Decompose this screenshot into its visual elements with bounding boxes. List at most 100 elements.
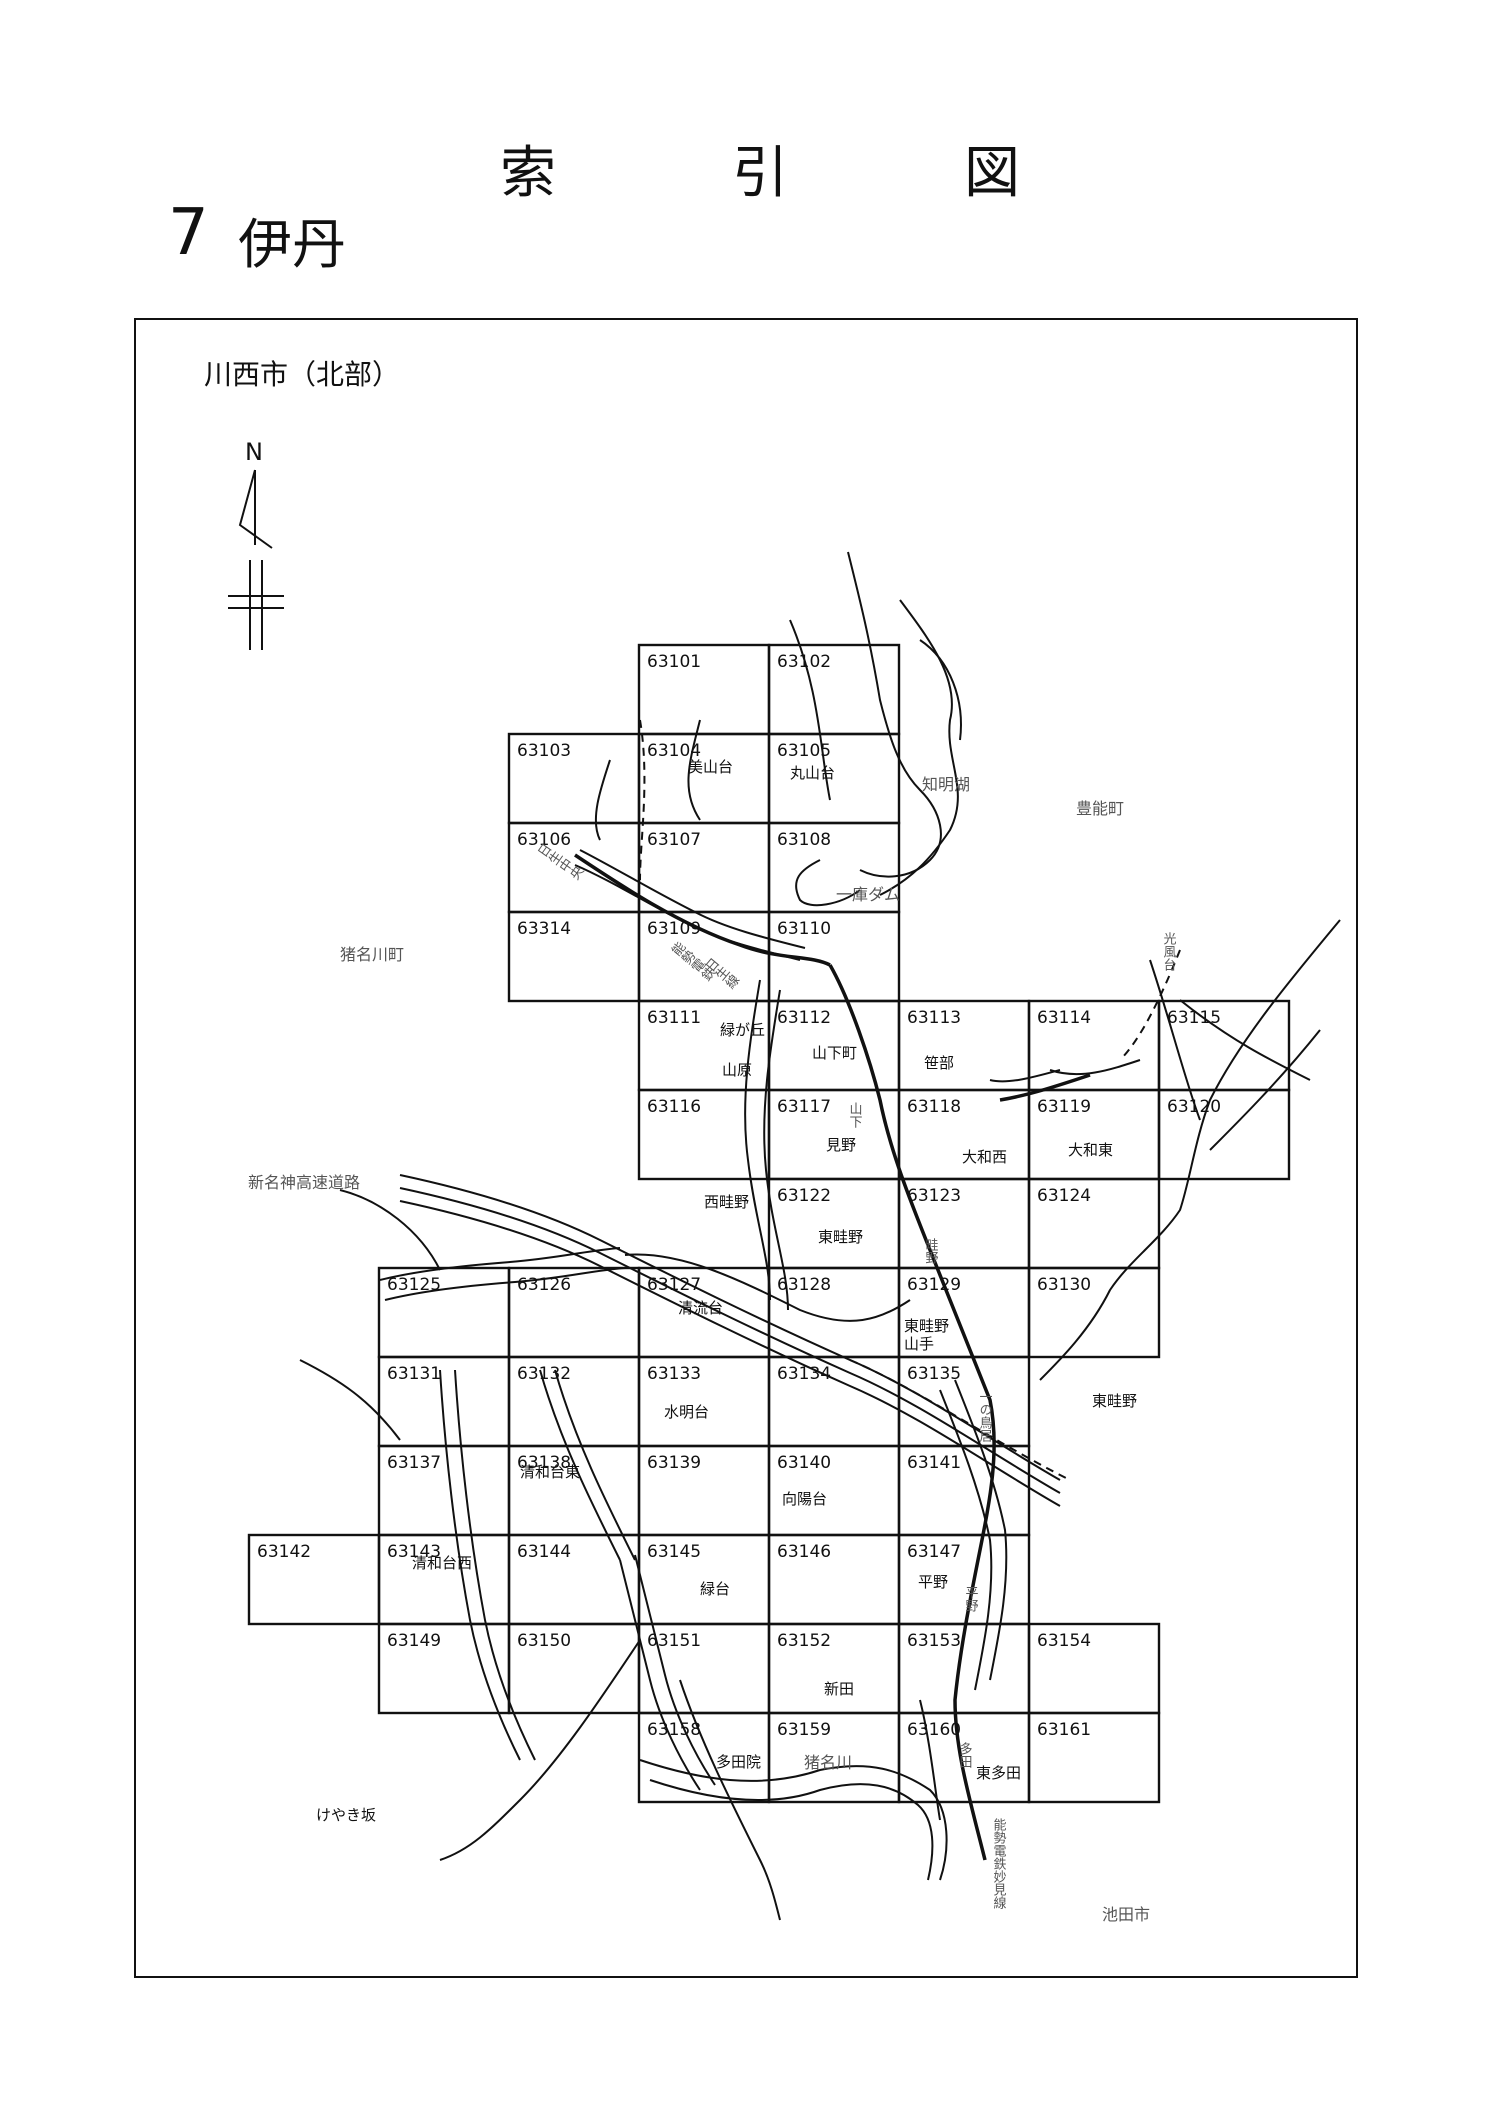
sheet-area-name: 伊丹 <box>238 213 346 276</box>
place-label: 池田市 <box>1102 1905 1150 1924</box>
place-label: 猪名川町 <box>340 945 404 964</box>
grid-cell-63161[interactable]: 63161 <box>1027 1711 1161 1804</box>
grid-cell-number: 63142 <box>257 1542 311 1562</box>
grid-cell-63122[interactable]: 63122 <box>767 1177 901 1270</box>
grid-cell-63132[interactable]: 63132 <box>507 1355 641 1448</box>
grid-cell-number: 63153 <box>907 1631 961 1651</box>
grid-cell-63125[interactable]: 63125 <box>377 1266 511 1359</box>
grid-cell-number: 63111 <box>647 1008 701 1028</box>
grid-cell-number: 63103 <box>517 741 571 761</box>
grid-cell-63143[interactable]: 63143 <box>377 1533 511 1626</box>
place-label: 清和台西 <box>412 1554 472 1572</box>
line-label: 平野 <box>963 1586 979 1612</box>
sheet-number: 7 <box>168 196 209 270</box>
grid-cell-63102[interactable]: 63102 <box>767 643 901 736</box>
place-label: 知明湖 <box>922 775 970 794</box>
title-char: 引 <box>732 141 788 206</box>
place-label: 西畦野 <box>704 1193 749 1211</box>
grid-cell-number: 63105 <box>777 741 831 761</box>
grid-cell-63128[interactable]: 63128 <box>767 1266 901 1359</box>
grid-cell-63119[interactable]: 63119 <box>1027 1088 1161 1181</box>
place-label: 美山台 <box>688 758 733 776</box>
grid-cell-63104[interactable]: 63104 <box>637 732 771 825</box>
grid-cell-number: 63116 <box>647 1097 701 1117</box>
grid-cell-number: 63123 <box>907 1186 961 1206</box>
north-label: N <box>245 438 263 466</box>
place-label: 東畦野 <box>1092 1392 1137 1410</box>
grid-cell-number: 63126 <box>517 1275 571 1295</box>
grid-cell-number: 63122 <box>777 1186 831 1206</box>
grid-cell-number: 63109 <box>647 919 701 939</box>
grid-cell-number: 63133 <box>647 1364 701 1384</box>
grid-cell-63146[interactable]: 63146 <box>767 1533 901 1626</box>
grid-cell-63151[interactable]: 63151 <box>637 1622 771 1715</box>
rivers <box>639 551 962 1881</box>
grid-cell-63139[interactable]: 63139 <box>637 1444 771 1537</box>
grid-cell-63130[interactable]: 63130 <box>1027 1266 1161 1359</box>
grid-cell-63113[interactable]: 63113 <box>897 999 1031 1092</box>
place-label: 山下町 <box>812 1044 857 1062</box>
north-arrow-icon: N <box>228 438 284 650</box>
grid-cell-63101[interactable]: 63101 <box>637 643 771 736</box>
grid-cell-number: 63118 <box>907 1097 961 1117</box>
grid-cell-63115[interactable]: 63115 <box>1157 999 1291 1092</box>
grid-cell-63120[interactable]: 63120 <box>1157 1088 1291 1181</box>
grid-cell-number: 63125 <box>387 1275 441 1295</box>
grid-cell-number: 63140 <box>777 1453 831 1473</box>
place-label: 東多田 <box>976 1764 1021 1782</box>
grid-cell-63137[interactable]: 63137 <box>377 1444 511 1537</box>
grid-cell-63154[interactable]: 63154 <box>1027 1622 1161 1715</box>
grid-cell-box <box>1027 1711 1161 1804</box>
grid-cell-number: 63141 <box>907 1453 961 1473</box>
grid-cell-number: 63102 <box>777 652 831 672</box>
grid-cell-number: 63124 <box>1037 1186 1091 1206</box>
place-label: けやき坂 <box>316 1806 376 1824</box>
grid-cell-number: 63144 <box>517 1542 571 1562</box>
place-label: 猪名川 <box>804 1753 852 1772</box>
grid-cell-63114[interactable]: 63114 <box>1027 999 1161 1092</box>
line-label: 一の鳥居 <box>977 1390 993 1442</box>
grid-cell-number: 63108 <box>777 830 831 850</box>
grid-cell-63150[interactable]: 63150 <box>507 1622 641 1715</box>
place-label: 山原 <box>722 1061 752 1079</box>
line-label: 多田 <box>957 1741 973 1768</box>
title-char: 図 <box>964 141 1020 206</box>
grid-cell-number: 63120 <box>1167 1097 1221 1117</box>
place-label: 大和東 <box>1068 1141 1113 1159</box>
grid-cell-number: 63149 <box>387 1631 441 1651</box>
place-label: 笹部 <box>924 1054 954 1072</box>
region-title: 川西市（北部） <box>204 358 400 391</box>
grid-cell-63126[interactable]: 63126 <box>507 1266 641 1359</box>
grid-cell-63138[interactable]: 63138 <box>507 1444 641 1537</box>
page-title: 索 引 図 <box>500 128 1020 208</box>
grid-cell-63152[interactable]: 63152 <box>767 1622 901 1715</box>
place-label: 水明台 <box>664 1403 709 1421</box>
place-label: 東畦野 <box>904 1317 949 1335</box>
grid-cell-63103[interactable]: 63103 <box>507 732 641 825</box>
expressway <box>399 1174 1071 1507</box>
place-label: 東畦野 <box>818 1228 863 1246</box>
place-label: 大和西 <box>962 1148 1007 1166</box>
place-label: 多田院 <box>716 1753 761 1771</box>
grid-cell-63107[interactable]: 63107 <box>637 821 771 914</box>
grid-cell-63134[interactable]: 63134 <box>767 1355 901 1448</box>
place-label: 緑台 <box>700 1580 730 1598</box>
place-label: 丸山台 <box>790 764 835 782</box>
grid-cell-63144[interactable]: 63144 <box>507 1533 641 1626</box>
grid-cell-number: 63127 <box>647 1275 701 1295</box>
title-char: 索 <box>500 141 556 206</box>
grid-cell-number: 63130 <box>1037 1275 1091 1295</box>
grid-cell-number: 63152 <box>777 1631 831 1651</box>
grid-cell-63142[interactable]: 63142 <box>247 1533 381 1626</box>
grid-cell-number: 63132 <box>517 1364 571 1384</box>
grid-cell-63109[interactable]: 63109 <box>637 910 771 1003</box>
grid-cell-number: 63151 <box>647 1631 701 1651</box>
grid-cell-63314[interactable]: 63314 <box>507 910 641 1003</box>
grid-cell-number: 63159 <box>777 1720 831 1740</box>
grid-cell-number: 63114 <box>1037 1008 1091 1028</box>
grid-cell-63133[interactable]: 63133 <box>637 1355 771 1448</box>
grid-cell-number: 63135 <box>907 1364 961 1384</box>
grid-cell-63141[interactable]: 63141 <box>897 1444 1031 1537</box>
place-label: 平野 <box>918 1573 948 1591</box>
